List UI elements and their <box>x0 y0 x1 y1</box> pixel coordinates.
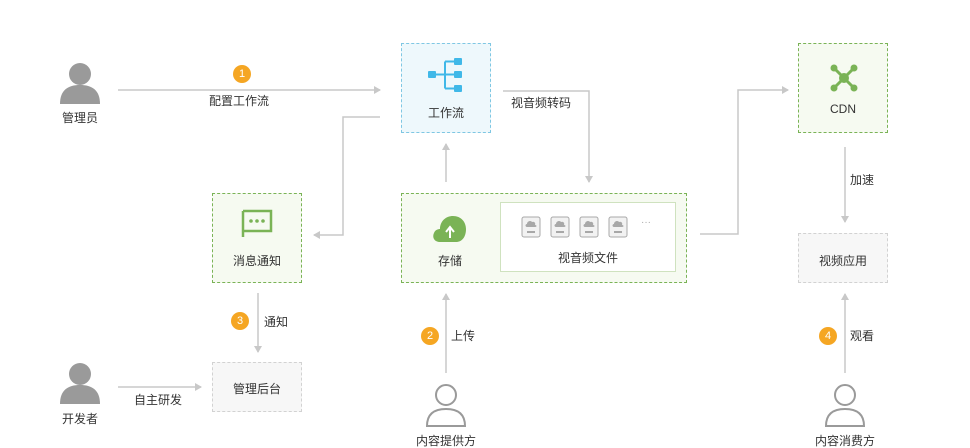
accelerate-label: 加速 <box>850 173 875 187</box>
developer-person-icon <box>58 360 102 409</box>
video-app-node: 视频应用 <box>798 233 888 283</box>
cdn-network-icon <box>830 64 858 97</box>
notice-label: 通知 <box>264 315 289 329</box>
self-develop-label: 自主研发 <box>133 393 183 407</box>
cdn-title: CDN <box>830 102 856 116</box>
storage-node: 存储 ··· 视音频文件 <box>401 193 687 283</box>
consumer-person-icon <box>823 382 867 433</box>
cdn-node: CDN <box>798 43 888 133</box>
cloud-upload-icon <box>432 214 468 249</box>
media-file-icon <box>521 216 541 238</box>
notify-title: 消息通知 <box>232 254 281 268</box>
storage-title: 存储 <box>437 254 462 268</box>
edge-transcode <box>503 90 593 183</box>
workflow-tree-icon <box>428 58 464 97</box>
message-icon <box>241 209 273 244</box>
console-node: 管理后台 <box>212 362 302 412</box>
video-app-title: 视频应用 <box>818 254 867 268</box>
config-workflow-label: 配置工作流 <box>208 94 270 108</box>
watch-label: 观看 <box>850 329 875 343</box>
media-files-title: 视音频文件 <box>557 251 618 265</box>
notify-node: 消息通知 <box>212 193 302 283</box>
edge-workflow-notify <box>313 116 380 239</box>
media-file-icon <box>579 216 599 238</box>
transcode-label: 视音频转码 <box>511 96 572 110</box>
step-badge-1: 1 <box>233 65 251 83</box>
media-files-box: ··· 视音频文件 <box>500 202 676 272</box>
developer-label: 开发者 <box>61 412 99 426</box>
provider-person-icon <box>424 382 468 433</box>
step-badge-3: 3 <box>231 312 249 330</box>
edge-storage-cdn <box>700 86 789 235</box>
consumer-label: 内容消费方 <box>814 434 876 448</box>
media-file-icon <box>550 216 570 238</box>
more-files-ellipsis: ··· <box>641 217 651 228</box>
step-badge-2: 2 <box>421 327 439 345</box>
admin-person-icon <box>58 60 102 109</box>
workflow-title: 工作流 <box>427 106 464 120</box>
console-title: 管理后台 <box>232 382 281 396</box>
media-file-icon <box>608 216 628 238</box>
step-badge-4: 4 <box>819 327 837 345</box>
admin-label: 管理员 <box>61 111 99 125</box>
upload-label: 上传 <box>451 329 476 343</box>
provider-label: 内容提供方 <box>415 434 477 448</box>
workflow-node: 工作流 <box>401 43 491 133</box>
